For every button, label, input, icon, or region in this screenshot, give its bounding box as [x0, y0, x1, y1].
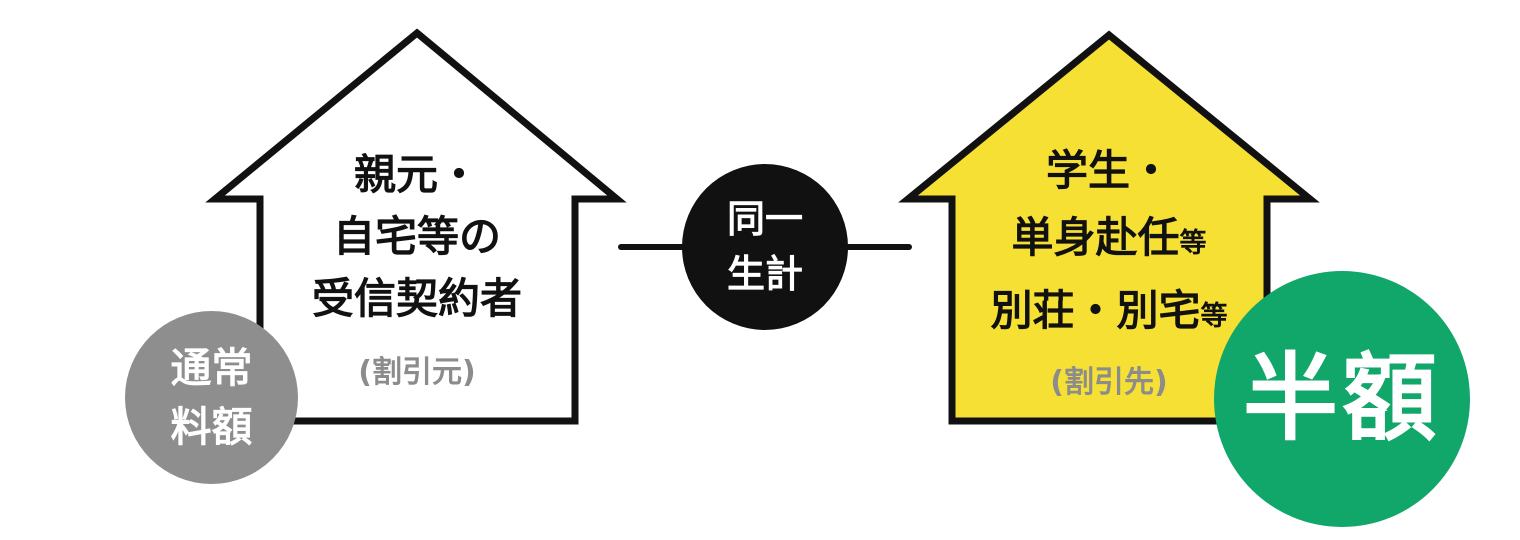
right-house-line-3-suffix: 等: [1200, 301, 1228, 332]
left-house-line-2: 自宅等の: [332, 212, 502, 261]
same-household-badge-line-2: 生計: [726, 252, 803, 296]
half-price-badge: 半額: [1214, 271, 1470, 527]
right-house-line-1: 学生・: [1045, 146, 1173, 195]
normal-fee-badge-line-2: 料額: [170, 402, 253, 451]
right-house-line-3: 別荘・別宅等: [990, 286, 1228, 335]
left-house-line-1: 親元・: [353, 150, 481, 199]
left-house-note: (割引元): [358, 355, 476, 390]
left-house-label: 親元・ 自宅等の 受信契約者 (割引元): [312, 144, 522, 391]
half-price-badge-label: 半額: [1242, 344, 1441, 454]
right-house-shape: [898, 30, 1320, 425]
normal-fee-badge-line-1: 通常: [170, 343, 253, 392]
left-house-shape: [205, 28, 627, 425]
same-household-badge: 同一 生計: [682, 164, 848, 330]
right-house-line-2-suffix: 等: [1179, 228, 1207, 259]
same-household-badge-line-1: 同一: [726, 197, 803, 241]
normal-fee-badge: 通常 料額: [125, 311, 298, 484]
right-house-label: 学生・ 単身赴任等 別荘・別宅等 (割引先): [990, 137, 1227, 401]
right-house-line-2: 単身赴任等: [1011, 213, 1207, 262]
right-house-note: (割引先): [1050, 365, 1168, 400]
left-house-line-3: 受信契約者: [311, 274, 523, 323]
